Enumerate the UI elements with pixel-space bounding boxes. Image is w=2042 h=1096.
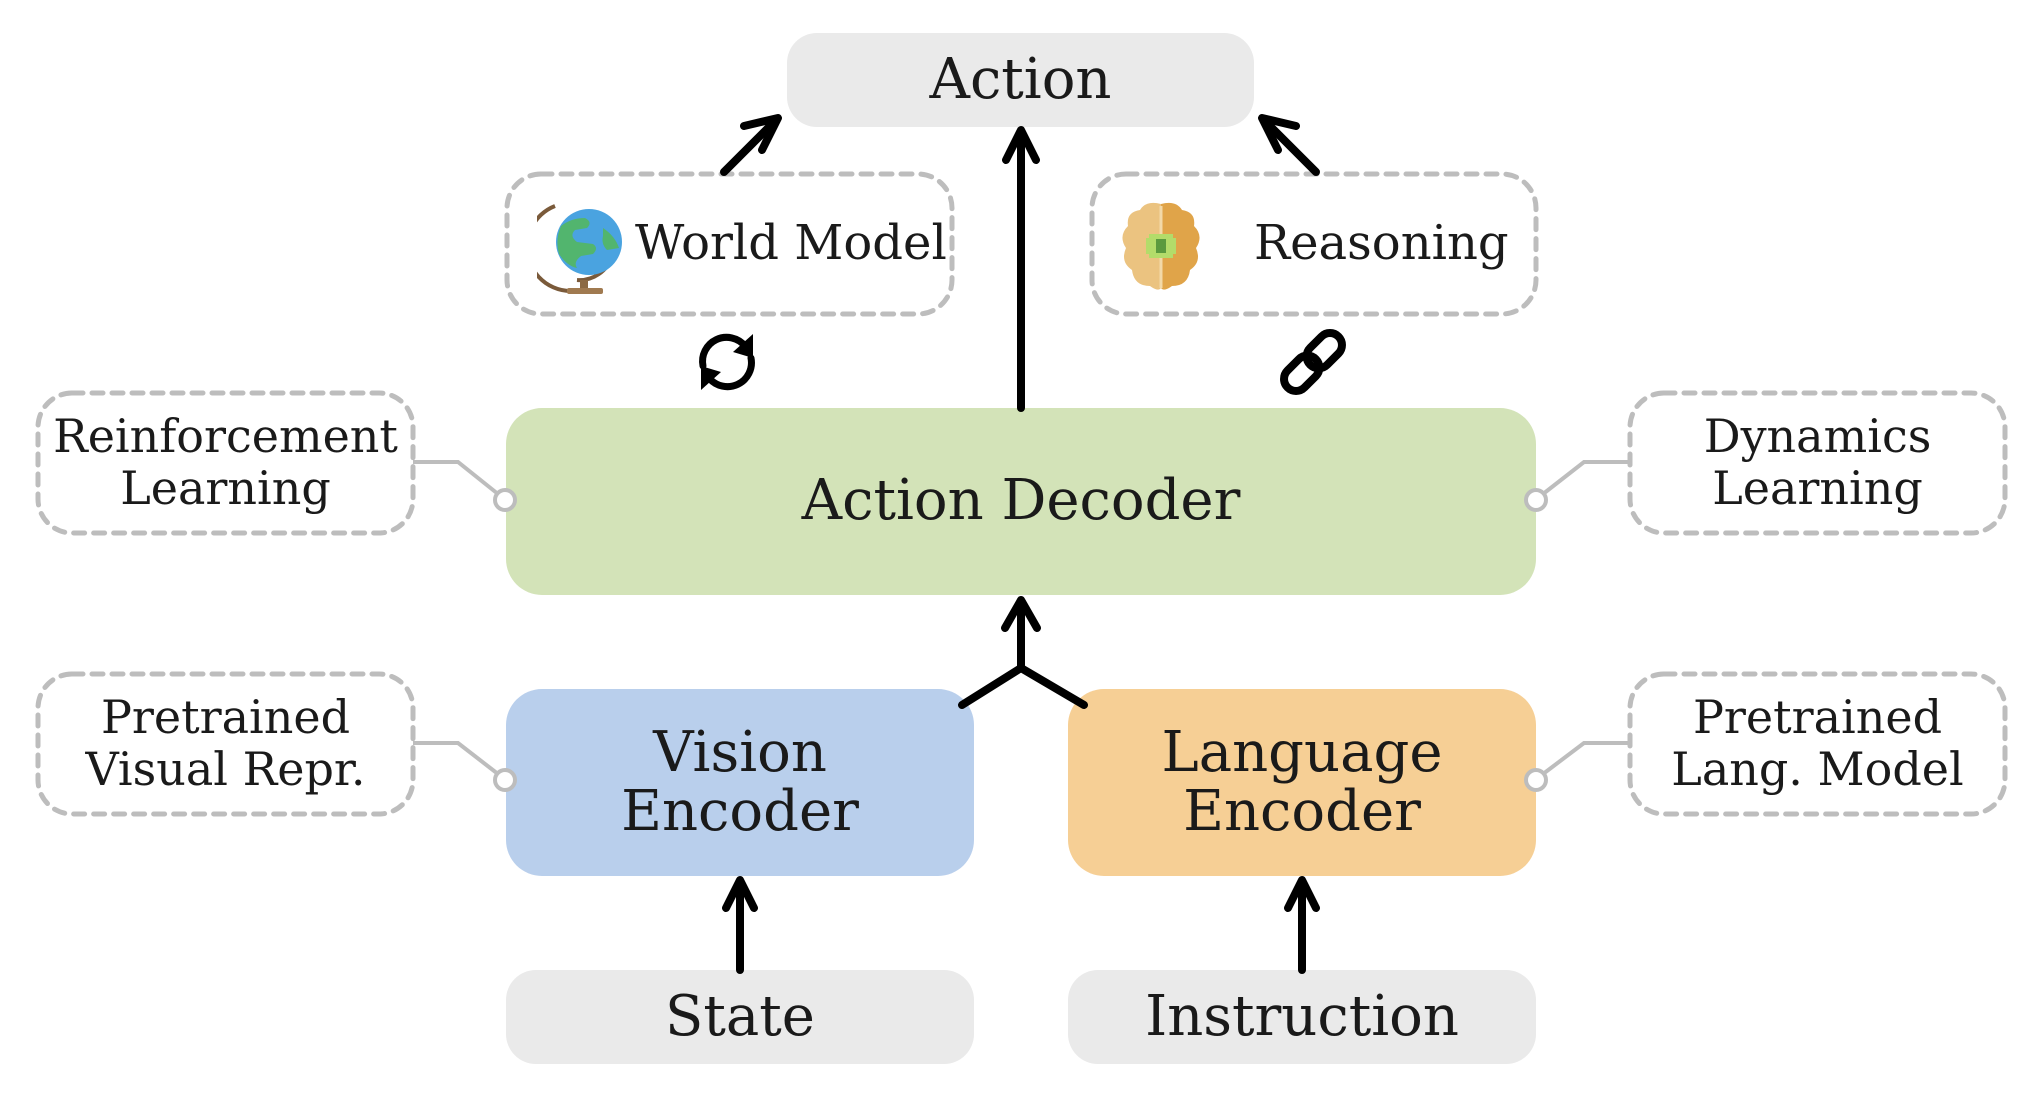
arrow-decoder-to-action (1002, 126, 1040, 412)
language-encoder-label: Language Encoder (1161, 719, 1443, 844)
action-decoder-box: Action Decoder (506, 408, 1536, 595)
pretrained-visual-label: Pretrained Visual Repr. (85, 690, 366, 796)
vision-encoder-label: Vision Encoder (621, 719, 859, 844)
language-encoder-box: Language Encoder (1068, 689, 1536, 876)
connector-language-to-language-encoder (1524, 741, 1629, 792)
reinforcement-learning-label: Reinforcement Learning (53, 409, 398, 515)
instruction-input-box: Instruction (1068, 970, 1536, 1064)
connector-dynamics-to-decoder (1524, 460, 1629, 512)
link-chain-icon (1280, 329, 1346, 395)
pretrained-visual-box: Pretrained Visual Repr. (38, 674, 413, 814)
reasoning-label: Reasoning (1254, 215, 1509, 271)
connector-rl-to-decoder (413, 460, 517, 512)
reasoning-box: Reasoning (1092, 174, 1536, 314)
instruction-input-label: Instruction (1145, 983, 1459, 1049)
world-model-label: World Model (635, 215, 947, 271)
refresh-cycle-icon (699, 333, 755, 391)
action-output-label: Action (929, 46, 1112, 112)
arrow-encoders-to-decoder (958, 596, 1088, 709)
pretrained-language-box: Pretrained Lang. Model (1630, 674, 2005, 814)
brain-chip-icon (1116, 196, 1206, 296)
action-decoder-label: Action Decoder (801, 468, 1241, 534)
arrow-reasoning-to-action (1258, 114, 1320, 176)
arrow-instruction-to-language (1284, 876, 1320, 974)
dynamics-learning-label: Dynamics Learning (1703, 409, 1932, 515)
action-output-box: Action (787, 33, 1254, 127)
state-input-label: State (665, 983, 815, 1049)
dynamics-learning-box: Dynamics Learning (1630, 393, 2005, 533)
reinforcement-learning-box: Reinforcement Learning (38, 393, 413, 533)
arrow-state-to-vision (722, 876, 758, 974)
pretrained-language-label: Pretrained Lang. Model (1671, 690, 1964, 796)
globe-icon (524, 196, 627, 296)
state-input-box: State (506, 970, 974, 1064)
world-model-box: World Model (507, 174, 952, 314)
arrow-world-model-to-action (720, 114, 782, 176)
vision-encoder-box: Vision Encoder (506, 689, 974, 876)
connector-visual-to-vision-encoder (413, 741, 517, 792)
